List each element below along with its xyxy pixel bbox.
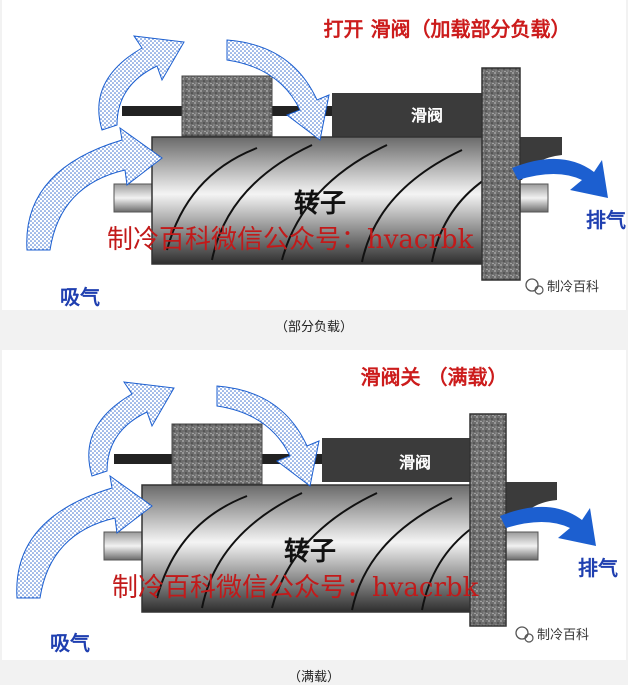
wechat-icon — [515, 626, 529, 640]
watermark-text: 制冷百科微信公众号：hvacrbk — [112, 573, 479, 603]
partial-load-diagram: 打开 滑阀（加载部分负载） 滑阀 转子 吸气 排气 制冷百科微信公众号：hvac… — [26, 17, 626, 309]
exhaust-arrow — [500, 506, 596, 546]
intake-label: 吸气 — [60, 285, 100, 309]
exhaust-label: 排气 — [586, 208, 626, 232]
brand-mark: 制冷百科 — [515, 626, 589, 643]
slide-valve-label: 滑阀 — [411, 106, 443, 125]
figure-caption-partial-load: （部分负载） — [274, 320, 353, 335]
piston-block — [171, 423, 263, 485]
exhaust-arrow — [512, 158, 608, 198]
brand-label: 制冷百科 — [547, 280, 599, 295]
rotor-label: 转子 — [284, 537, 336, 567]
brand-mark: 制冷百科 — [525, 278, 599, 295]
rotor-label: 转子 — [294, 189, 346, 219]
diagram-panel-full-load: 滑阀关 （满载） 滑阀 转子 吸气 排气 制冷百科微信公众号：hvacrbk — [2, 350, 626, 660]
watermark-text: 制冷百科微信公众号：hvacrbk — [107, 225, 474, 255]
full-load-diagram: 滑阀关 （满载） 滑阀 转子 吸气 排气 制冷百科微信公众号：hvacrbk — [16, 365, 618, 655]
diagram-title: 滑阀关 （满载） — [361, 365, 508, 389]
exhaust-label: 排气 — [578, 556, 618, 580]
brand-label: 制冷百科 — [537, 628, 589, 643]
intake-flow-arrows — [16, 381, 320, 599]
wechat-icon — [525, 278, 539, 292]
slide-valve-label: 滑阀 — [399, 453, 431, 472]
rotor: 转子 — [151, 136, 488, 265]
intake-flow-arrows — [26, 35, 330, 251]
intake-label: 吸气 — [50, 631, 90, 655]
diagram-panel-partial-load: 打开 滑阀（加载部分负载） 滑阀 转子 吸气 排气 制冷百科微信公众号：hvac… — [2, 0, 626, 310]
rotor: 转子 — [141, 484, 475, 613]
piston-block — [181, 75, 273, 137]
diagram-title: 打开 滑阀（加载部分负载） — [324, 17, 571, 41]
end-plate — [481, 67, 521, 281]
figure-caption-full-load: （满载） — [287, 670, 340, 685]
